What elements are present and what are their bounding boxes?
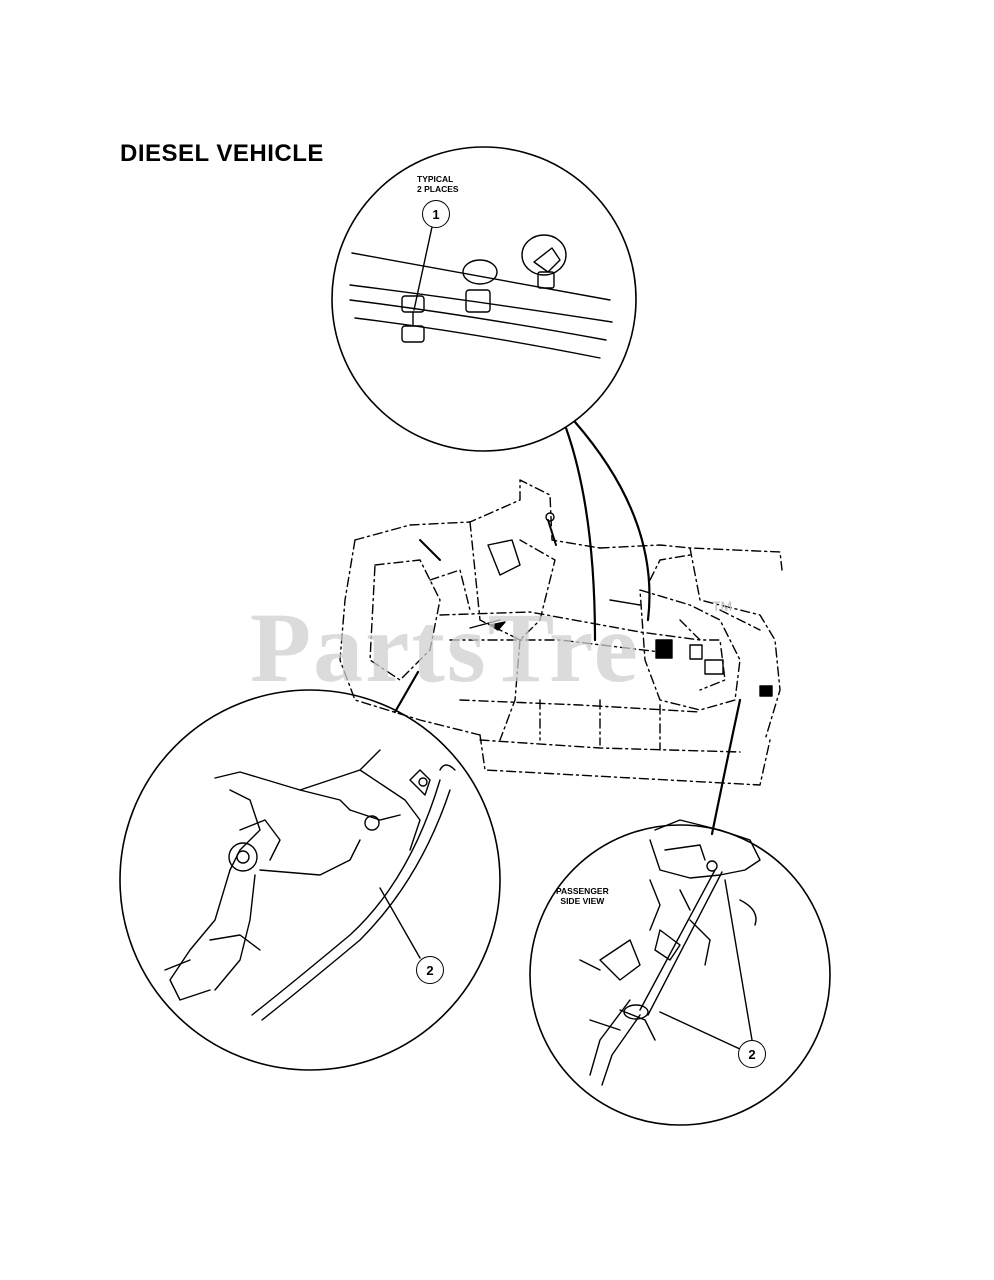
note-passenger-line1: PASSENGER (556, 886, 609, 896)
watermark-trademark: TM (712, 598, 733, 614)
detail-circle-right (529, 819, 831, 1126)
callout-2-left: 2 (416, 956, 444, 984)
note-typical: TYPICAL 2 PLACES (417, 174, 459, 194)
note-passenger-line2: SIDE VIEW (560, 896, 605, 906)
detail-circle-left (119, 689, 501, 1071)
diagram-title: DIESEL VEHICLE (120, 140, 324, 167)
main-assembly-solid (393, 512, 773, 836)
callout-1-top: 1 (422, 200, 450, 228)
note-typical-line1: TYPICAL (417, 174, 454, 184)
watermark: PartsTre (250, 592, 640, 703)
note-typical-line2: 2 PLACES (417, 184, 459, 194)
detail-circle-top (331, 146, 651, 642)
callout-2-right: 2 (738, 1040, 766, 1068)
main-assembly (339, 479, 783, 786)
note-passenger-side: PASSENGER SIDE VIEW (556, 886, 609, 906)
